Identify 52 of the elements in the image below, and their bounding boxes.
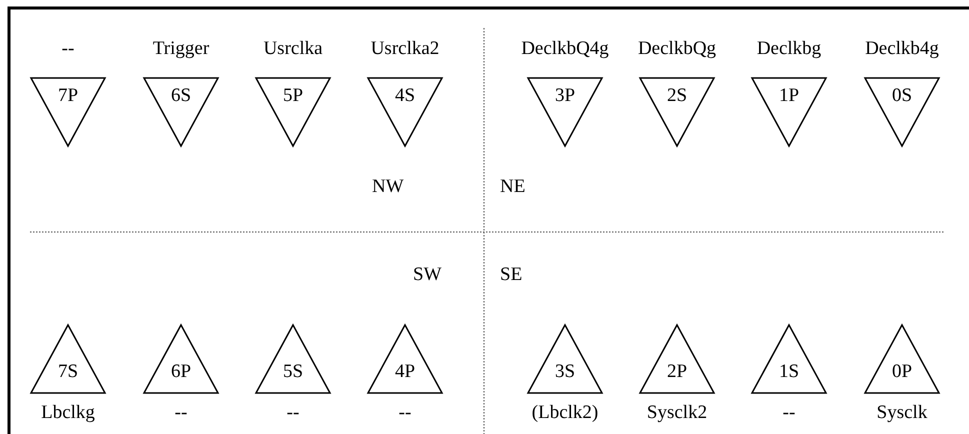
signal-name: -- <box>398 402 412 424</box>
signal-name: Lbclkg <box>41 402 95 424</box>
signal-name: Sysclk2 <box>646 402 708 424</box>
quadrant-label: SW <box>413 264 442 286</box>
signal-name: (Lbclk2) <box>532 402 598 424</box>
signal-name: Sysclk <box>876 402 928 424</box>
up-triangle <box>30 324 106 394</box>
pin-label: 4S <box>394 86 416 106</box>
signal-name: -- <box>62 38 74 60</box>
signal-name: Usrclka2 <box>370 38 440 60</box>
pin-label: 2P <box>666 362 688 382</box>
quadrant-label: NE <box>500 176 526 198</box>
quadrant-label: SE <box>500 264 522 286</box>
pin-label: 6S <box>170 86 192 106</box>
down-triangle <box>864 77 940 147</box>
signal-name: DeclkbQg <box>638 38 716 60</box>
down-triangle <box>367 77 443 147</box>
quadrant-label: NW <box>372 176 404 198</box>
up-triangle <box>143 324 219 394</box>
signal-name: Declkbg <box>756 38 822 60</box>
signal-name: DeclkbQ4g <box>521 38 609 60</box>
down-triangle <box>639 77 715 147</box>
down-triangle <box>143 77 219 147</box>
pin-label: 3P <box>554 86 576 106</box>
pin-label: 1S <box>778 362 800 382</box>
signal-name: -- <box>174 402 188 424</box>
up-triangle <box>639 324 715 394</box>
pin-label: 1P <box>778 86 800 106</box>
down-triangle <box>751 77 827 147</box>
up-triangle <box>751 324 827 394</box>
signal-name: Usrclka <box>263 38 323 60</box>
pin-label: 3S <box>554 362 576 382</box>
pin-label: 0S <box>890 86 914 106</box>
pin-label: 5S <box>282 362 304 382</box>
pin-label: 5P <box>282 86 304 106</box>
signal-name: -- <box>782 402 796 424</box>
down-triangle <box>527 77 603 147</box>
up-triangle <box>255 324 331 394</box>
pin-label: 7P <box>56 86 80 106</box>
pin-label: 0P <box>890 362 914 382</box>
pin-label: 2S <box>666 86 688 106</box>
pin-label: 7S <box>56 362 80 382</box>
signal-name: Declkb4g <box>865 38 939 60</box>
up-triangle <box>864 324 940 394</box>
pin-label: 6P <box>170 362 192 382</box>
up-triangle <box>367 324 443 394</box>
up-triangle <box>527 324 603 394</box>
pin-label: 4P <box>394 362 416 382</box>
down-triangle <box>255 77 331 147</box>
down-triangle <box>30 77 106 147</box>
signal-name: -- <box>286 402 300 424</box>
signal-name: Trigger <box>152 38 210 60</box>
